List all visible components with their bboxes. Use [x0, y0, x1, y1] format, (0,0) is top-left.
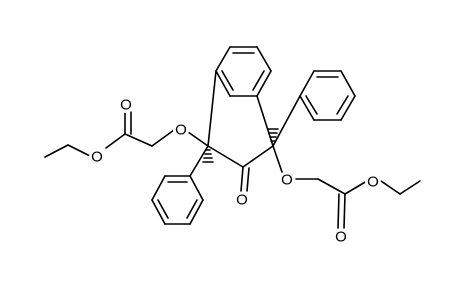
carbonyl-group — [240, 166, 250, 192]
right-ester-substituent — [272, 145, 421, 229]
bond — [336, 95, 349, 115]
oxygen-label: O — [91, 149, 103, 166]
bond — [240, 166, 244, 192]
stereo-hash-left — [202, 149, 214, 163]
bond — [189, 175, 204, 201]
oxygen-label: O — [120, 97, 132, 114]
bond — [189, 145, 209, 177]
bond — [124, 133, 153, 147]
bond — [299, 95, 315, 121]
bond — [187, 131, 209, 147]
bond — [399, 180, 421, 195]
bond — [344, 180, 368, 195]
right-phenyl-ring — [272, 70, 356, 147]
bond — [272, 95, 301, 147]
bond — [340, 95, 356, 121]
bond — [151, 129, 175, 147]
bond — [299, 70, 315, 97]
oxygen-atom: O — [333, 229, 349, 246]
stereo-hash-right — [267, 128, 279, 142]
bond — [256, 95, 274, 147]
bond — [207, 145, 244, 168]
bond — [151, 199, 166, 225]
oxygen-atom: O — [365, 174, 381, 191]
bond — [189, 199, 204, 225]
oxygen-atom: O — [118, 97, 134, 114]
oxygen-atom: O — [173, 122, 189, 139]
bond — [343, 193, 346, 229]
bond — [44, 144, 69, 158]
oxygen-label: O — [175, 122, 187, 139]
bond — [105, 133, 126, 149]
bond — [380, 180, 401, 195]
bond — [272, 145, 283, 173]
bond — [305, 95, 318, 115]
bond — [207, 70, 217, 147]
bond — [340, 70, 356, 97]
bond — [221, 70, 234, 91]
bond — [337, 193, 340, 229]
bond — [67, 144, 91, 157]
oxygen-label: O — [335, 229, 347, 246]
bond — [186, 199, 198, 219]
left-phenyl-ring — [151, 145, 209, 225]
bond — [215, 46, 231, 72]
bond — [157, 199, 169, 219]
oxygen-atom: O — [279, 172, 295, 189]
bond — [246, 167, 250, 192]
bond — [215, 70, 231, 97]
bond — [151, 175, 166, 201]
benzo-ring — [215, 46, 272, 97]
oxygen-atom: O — [89, 149, 105, 166]
bond — [256, 70, 272, 97]
bond — [317, 178, 346, 195]
oxygen-label: O — [236, 192, 248, 209]
bond — [242, 145, 274, 168]
bond — [252, 70, 265, 91]
left-ester-substituent — [44, 111, 209, 158]
cyclopentanone-ring — [207, 70, 274, 168]
bond — [256, 46, 272, 72]
oxygen-label: O — [281, 172, 293, 189]
oxygen-label: O — [367, 174, 379, 191]
oxygen-atom: O — [234, 192, 250, 209]
